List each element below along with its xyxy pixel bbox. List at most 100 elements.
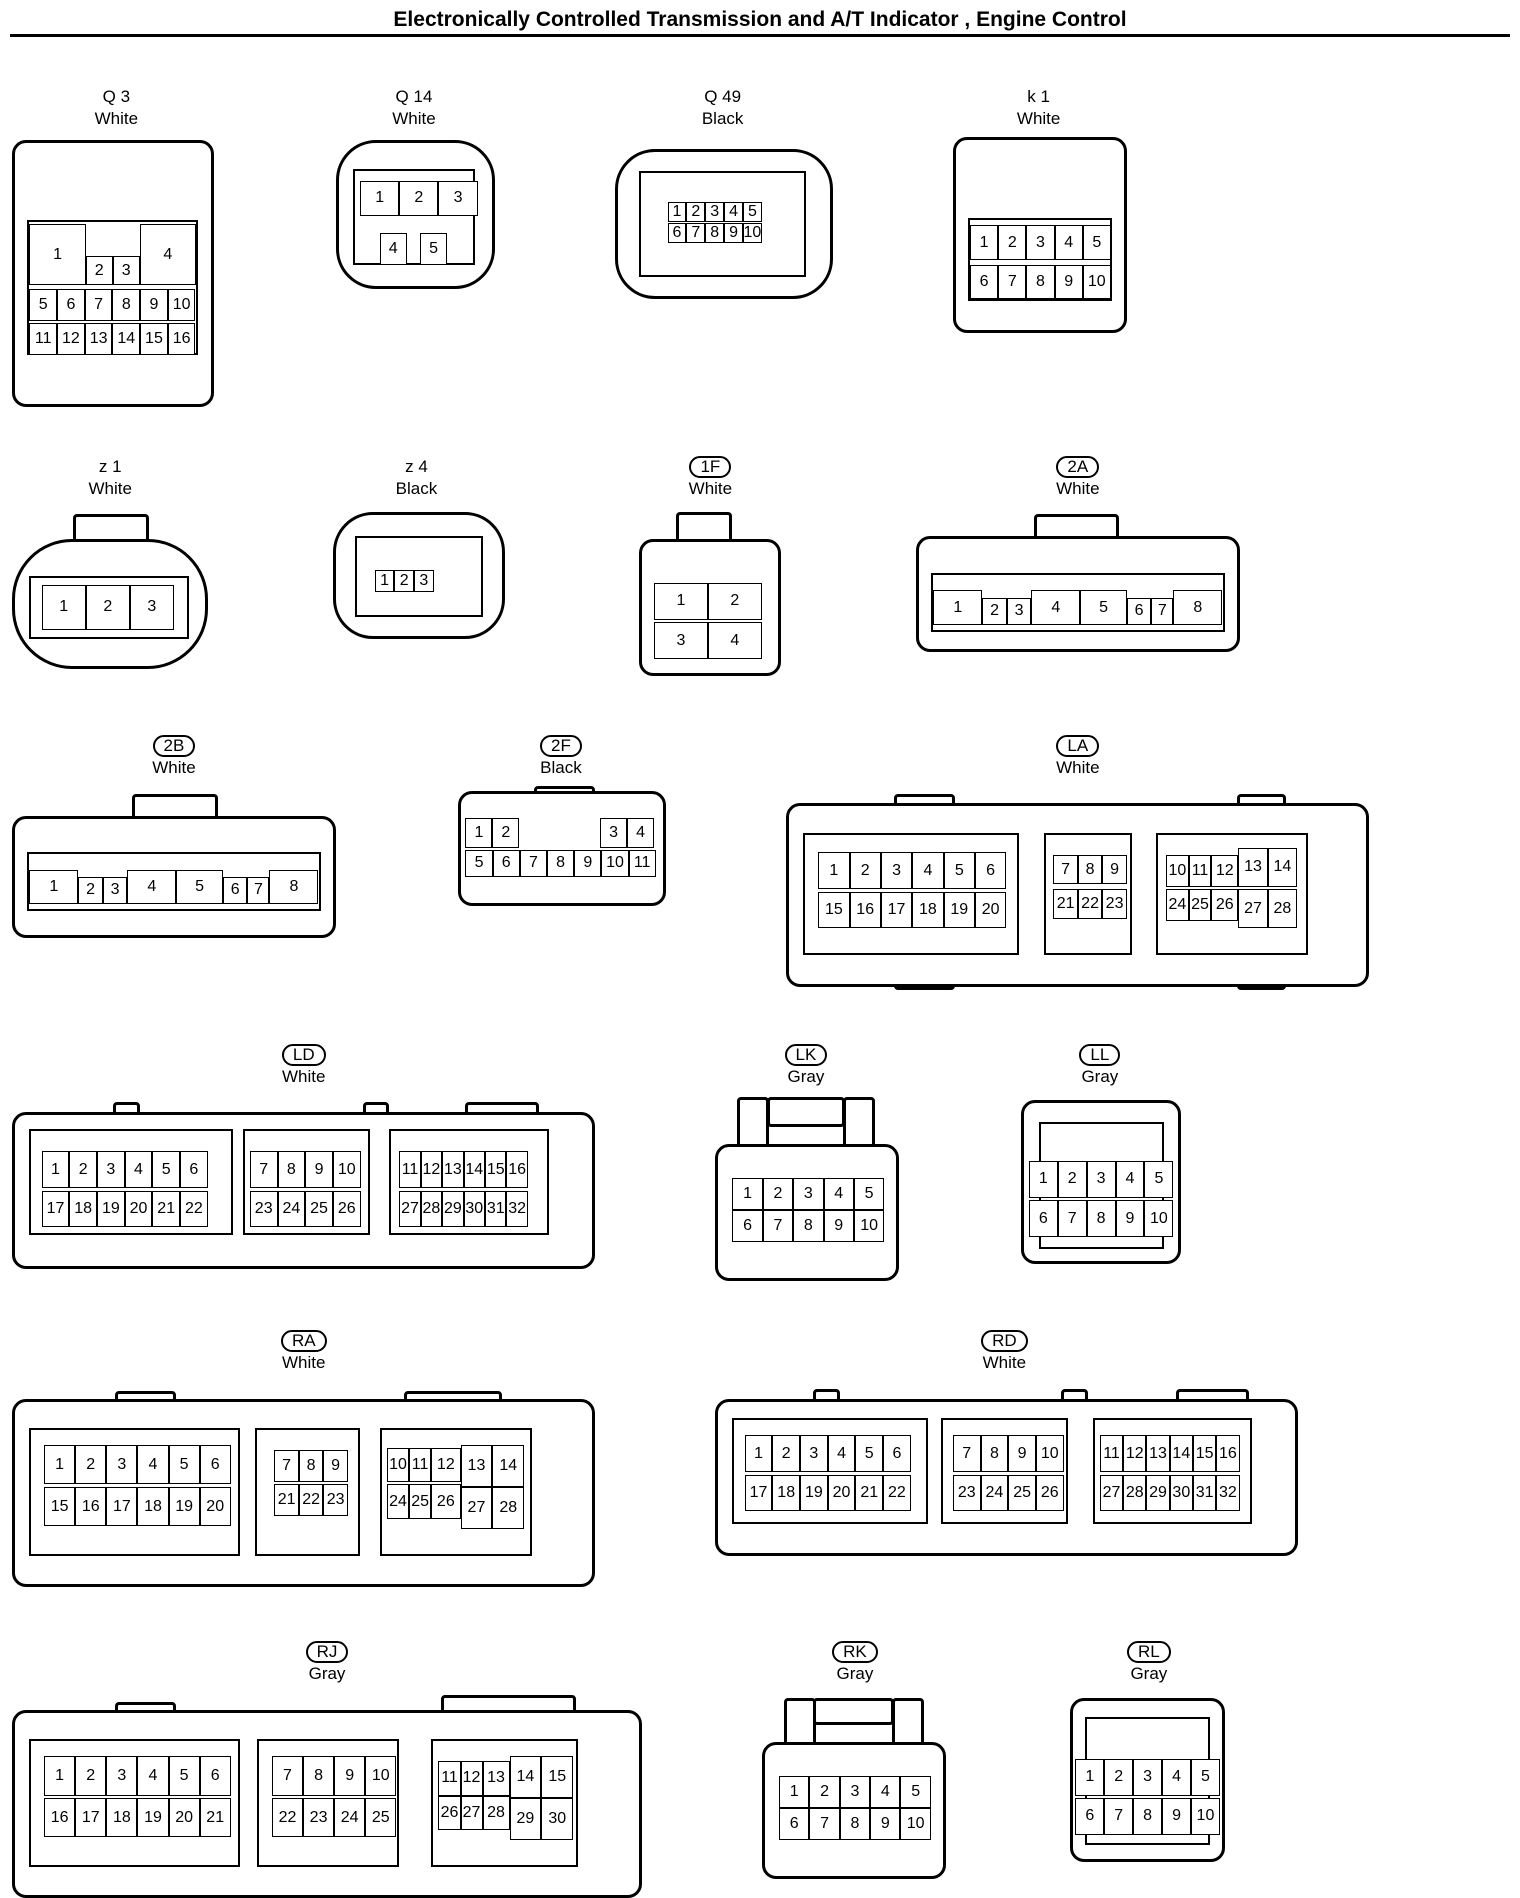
terminal-cell: 15 (1192, 1435, 1217, 1473)
terminal-cell: 11 (1099, 1435, 1124, 1473)
terminal-cell: 3 (413, 569, 434, 592)
terminal-cell: 10 (1191, 1798, 1220, 1835)
terminal-cell: 2 (492, 818, 520, 848)
terminal-cell: 3 (800, 1435, 828, 1473)
terminal-frame (1043, 832, 1132, 956)
terminal-cell: 10 (387, 1447, 410, 1483)
terminal-cell: 3 (438, 181, 478, 216)
terminal-cell: 7 (271, 1756, 304, 1796)
terminal-cell: 28 (1123, 1474, 1147, 1512)
terminal-cell: 6 (732, 1210, 763, 1242)
terminal-cell: 2 (85, 255, 113, 286)
terminal-cell: 20 (827, 1474, 856, 1512)
terminal-cell: 7 (1151, 597, 1174, 625)
terminal-frame (1156, 832, 1309, 956)
terminal-cell: 27 (460, 1486, 493, 1529)
terminal-cell: 11 (628, 850, 656, 877)
connector-id: RK (832, 1641, 878, 1664)
terminal-frame (29, 1129, 233, 1235)
connector-id: Q 14 (395, 86, 433, 106)
terminal-cell: 1 (933, 590, 983, 625)
terminal-frame (379, 1428, 532, 1556)
terminal-cell: 12 (1211, 854, 1239, 887)
terminal-cell: 10 (1082, 264, 1111, 299)
terminal-cell: 7 (998, 264, 1027, 299)
terminal-cell: 19 (137, 1798, 169, 1838)
terminal-cell: 17 (106, 1486, 138, 1527)
terminal-cell: 17 (75, 1798, 107, 1838)
terminal-cell: 10 (365, 1756, 397, 1796)
terminal-cell: 14 (509, 1756, 542, 1799)
terminal-cell: 29 (442, 1190, 464, 1228)
terminal-cell: 14 (112, 323, 141, 356)
terminal-cell: 7 (762, 1210, 794, 1242)
connector-id: LK (784, 1043, 828, 1066)
terminal-cell: 5 (168, 1756, 200, 1796)
terminal-cell: 14 (463, 1151, 486, 1189)
terminal-cell: 1 (29, 224, 86, 286)
terminal-cell: 10 (332, 1151, 361, 1189)
terminal-cell: 13 (1146, 1435, 1170, 1473)
terminal-cell: 5 (1191, 1758, 1220, 1796)
terminal-cell: 16 (849, 891, 881, 929)
terminal-cell: 12 (460, 1761, 483, 1796)
terminal-cell: 24 (980, 1474, 1009, 1512)
page-title: Electronically Controlled Transmission a… (393, 8, 1127, 31)
terminal-cell: 8 (793, 1210, 824, 1242)
terminal-cell: 4 (724, 202, 743, 222)
terminal-cell: 7 (519, 850, 547, 877)
terminal-cell: 13 (460, 1445, 493, 1487)
terminal-cell: 25 (1008, 1474, 1036, 1512)
terminal-cell: 7 (809, 1807, 840, 1840)
terminal-frame (431, 1739, 579, 1867)
terminal-cell: 16 (506, 1151, 528, 1189)
terminal-cell: 9 (140, 289, 168, 321)
terminal-cell: 3 (106, 1445, 138, 1485)
terminal-cell: 9 (1008, 1435, 1036, 1473)
terminal-cell: 32 (1216, 1474, 1240, 1512)
terminal-cell: 8 (705, 222, 725, 243)
terminal-cell: 20 (199, 1486, 231, 1527)
terminal-cell: 10 (900, 1807, 931, 1840)
terminal-cell: 8 (277, 1151, 306, 1189)
terminal-cell: 15 (541, 1756, 574, 1799)
terminal-cell: 1 (744, 1435, 773, 1473)
connector-id: k 1 (1027, 86, 1050, 106)
terminal-cell: 7 (952, 1435, 981, 1473)
terminal-cell: 1 (970, 225, 999, 260)
terminal-cell: 8 (1173, 590, 1223, 625)
terminal-cell: 1 (732, 1178, 763, 1211)
terminal-cell: 19 (168, 1486, 200, 1527)
terminal-cell: 2 (1057, 1161, 1087, 1198)
terminal-cell: 7 (274, 1450, 299, 1483)
connector-latch (813, 1697, 895, 1725)
connector-color: Black (540, 757, 582, 777)
connector-id: LA (1056, 734, 1100, 757)
terminal-cell: 12 (420, 1151, 443, 1189)
terminal-frame (29, 1428, 241, 1556)
terminal-cell: 4 (823, 1178, 854, 1211)
terminal-cell: 2 (85, 585, 130, 630)
connector-id: 2F (540, 734, 582, 757)
terminal-cell: 4 (870, 1775, 901, 1808)
terminal-cell: 3 (1006, 597, 1032, 625)
terminal-cell: 2 (849, 852, 881, 890)
terminal-cell: 3 (654, 622, 708, 659)
terminal-cell: 29 (509, 1798, 542, 1840)
terminal-cell: 24 (277, 1190, 306, 1228)
terminal-cell: 5 (853, 1178, 885, 1211)
terminal-cell: 10 (853, 1210, 885, 1242)
terminal-cell: 12 (1123, 1435, 1147, 1473)
terminal-cell: 3 (106, 1756, 138, 1796)
terminal-cell: 11 (409, 1447, 432, 1483)
terminal-cell: 19 (800, 1474, 828, 1512)
terminal-cell: 25 (409, 1484, 432, 1519)
terminal-cell: 1 (41, 1151, 70, 1189)
